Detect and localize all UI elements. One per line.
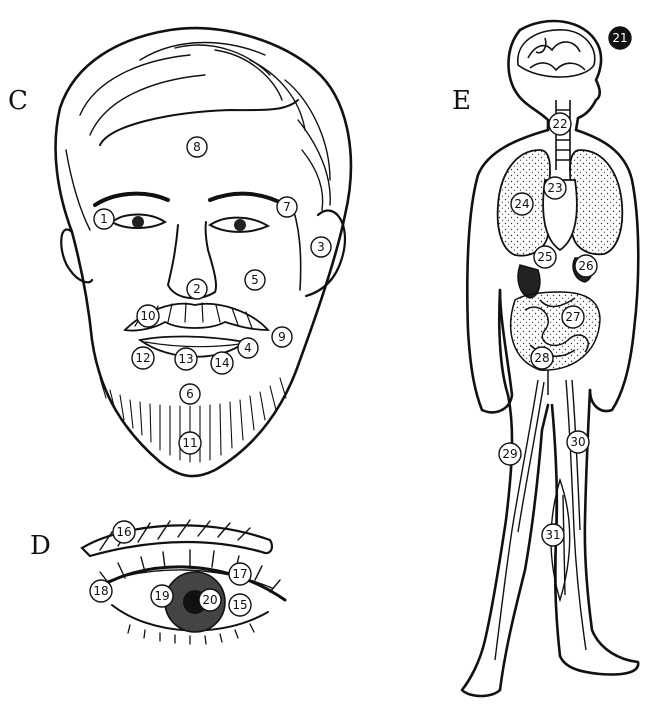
marker-11: 11 [179,432,201,454]
marker-28: 28 [531,347,553,369]
leg-vessels [495,380,586,660]
svg-text:20: 20 [202,593,217,607]
svg-text:25: 25 [537,250,552,264]
svg-text:10: 10 [140,309,155,323]
marker-4: 4 [238,338,258,358]
svg-text:8: 8 [193,140,201,154]
svg-text:4: 4 [244,341,252,355]
marker-21: 21 [609,27,631,49]
svg-text:14: 14 [214,356,229,370]
marker-30: 30 [567,431,589,453]
marker-16: 16 [113,521,135,543]
face-features [95,194,301,357]
face-drawing [56,28,351,476]
svg-text:28: 28 [534,351,549,365]
abdomen-organs [511,258,600,395]
svg-text:23: 23 [547,181,562,195]
svg-text:3: 3 [317,240,325,254]
marker-25: 25 [534,246,556,268]
svg-text:15: 15 [232,598,247,612]
marker-24: 24 [511,193,533,215]
svg-text:1: 1 [100,212,108,226]
brain [518,30,595,77]
marker-3: 3 [311,237,331,257]
marker-10: 10 [137,305,159,327]
svg-text:7: 7 [283,200,291,214]
marker-31: 31 [542,524,564,546]
marker-20: 20 [199,589,221,611]
svg-text:27: 27 [565,310,580,324]
marker-27: 27 [562,306,584,328]
svg-text:17: 17 [232,567,247,581]
marker-29: 29 [499,443,521,465]
marker-19: 19 [151,585,173,607]
svg-text:30: 30 [570,435,585,449]
marker-12: 12 [132,347,154,369]
marker-5: 5 [245,270,265,290]
marker-23: 23 [544,177,566,199]
marker-15: 15 [229,594,251,616]
marker-14: 14 [211,352,233,374]
svg-text:31: 31 [545,528,560,542]
svg-text:5: 5 [251,273,259,287]
eye-drawing [82,520,285,644]
svg-text:18: 18 [93,584,108,598]
marker-1: 1 [94,209,114,229]
svg-text:26: 26 [578,259,593,273]
marker-9: 9 [272,327,292,347]
svg-text:29: 29 [502,447,517,461]
svg-text:11: 11 [182,436,197,450]
svg-text:13: 13 [178,352,193,366]
marker-13: 13 [175,348,197,370]
svg-text:24: 24 [514,197,529,211]
marker-26: 26 [575,255,597,277]
svg-text:19: 19 [154,589,169,603]
svg-text:22: 22 [552,117,567,131]
svg-text:16: 16 [116,525,131,539]
svg-text:21: 21 [612,31,627,45]
marker-6: 6 [180,384,200,404]
svg-text:6: 6 [186,387,194,401]
marker-17: 17 [229,563,251,585]
marker-2: 2 [187,279,207,299]
svg-text:12: 12 [135,351,150,365]
svg-text:9: 9 [278,330,286,344]
svg-text:2: 2 [193,282,201,296]
marker-7: 7 [277,197,297,217]
marker-8: 8 [187,137,207,157]
marker-18: 18 [90,580,112,602]
marker-22: 22 [549,113,571,135]
